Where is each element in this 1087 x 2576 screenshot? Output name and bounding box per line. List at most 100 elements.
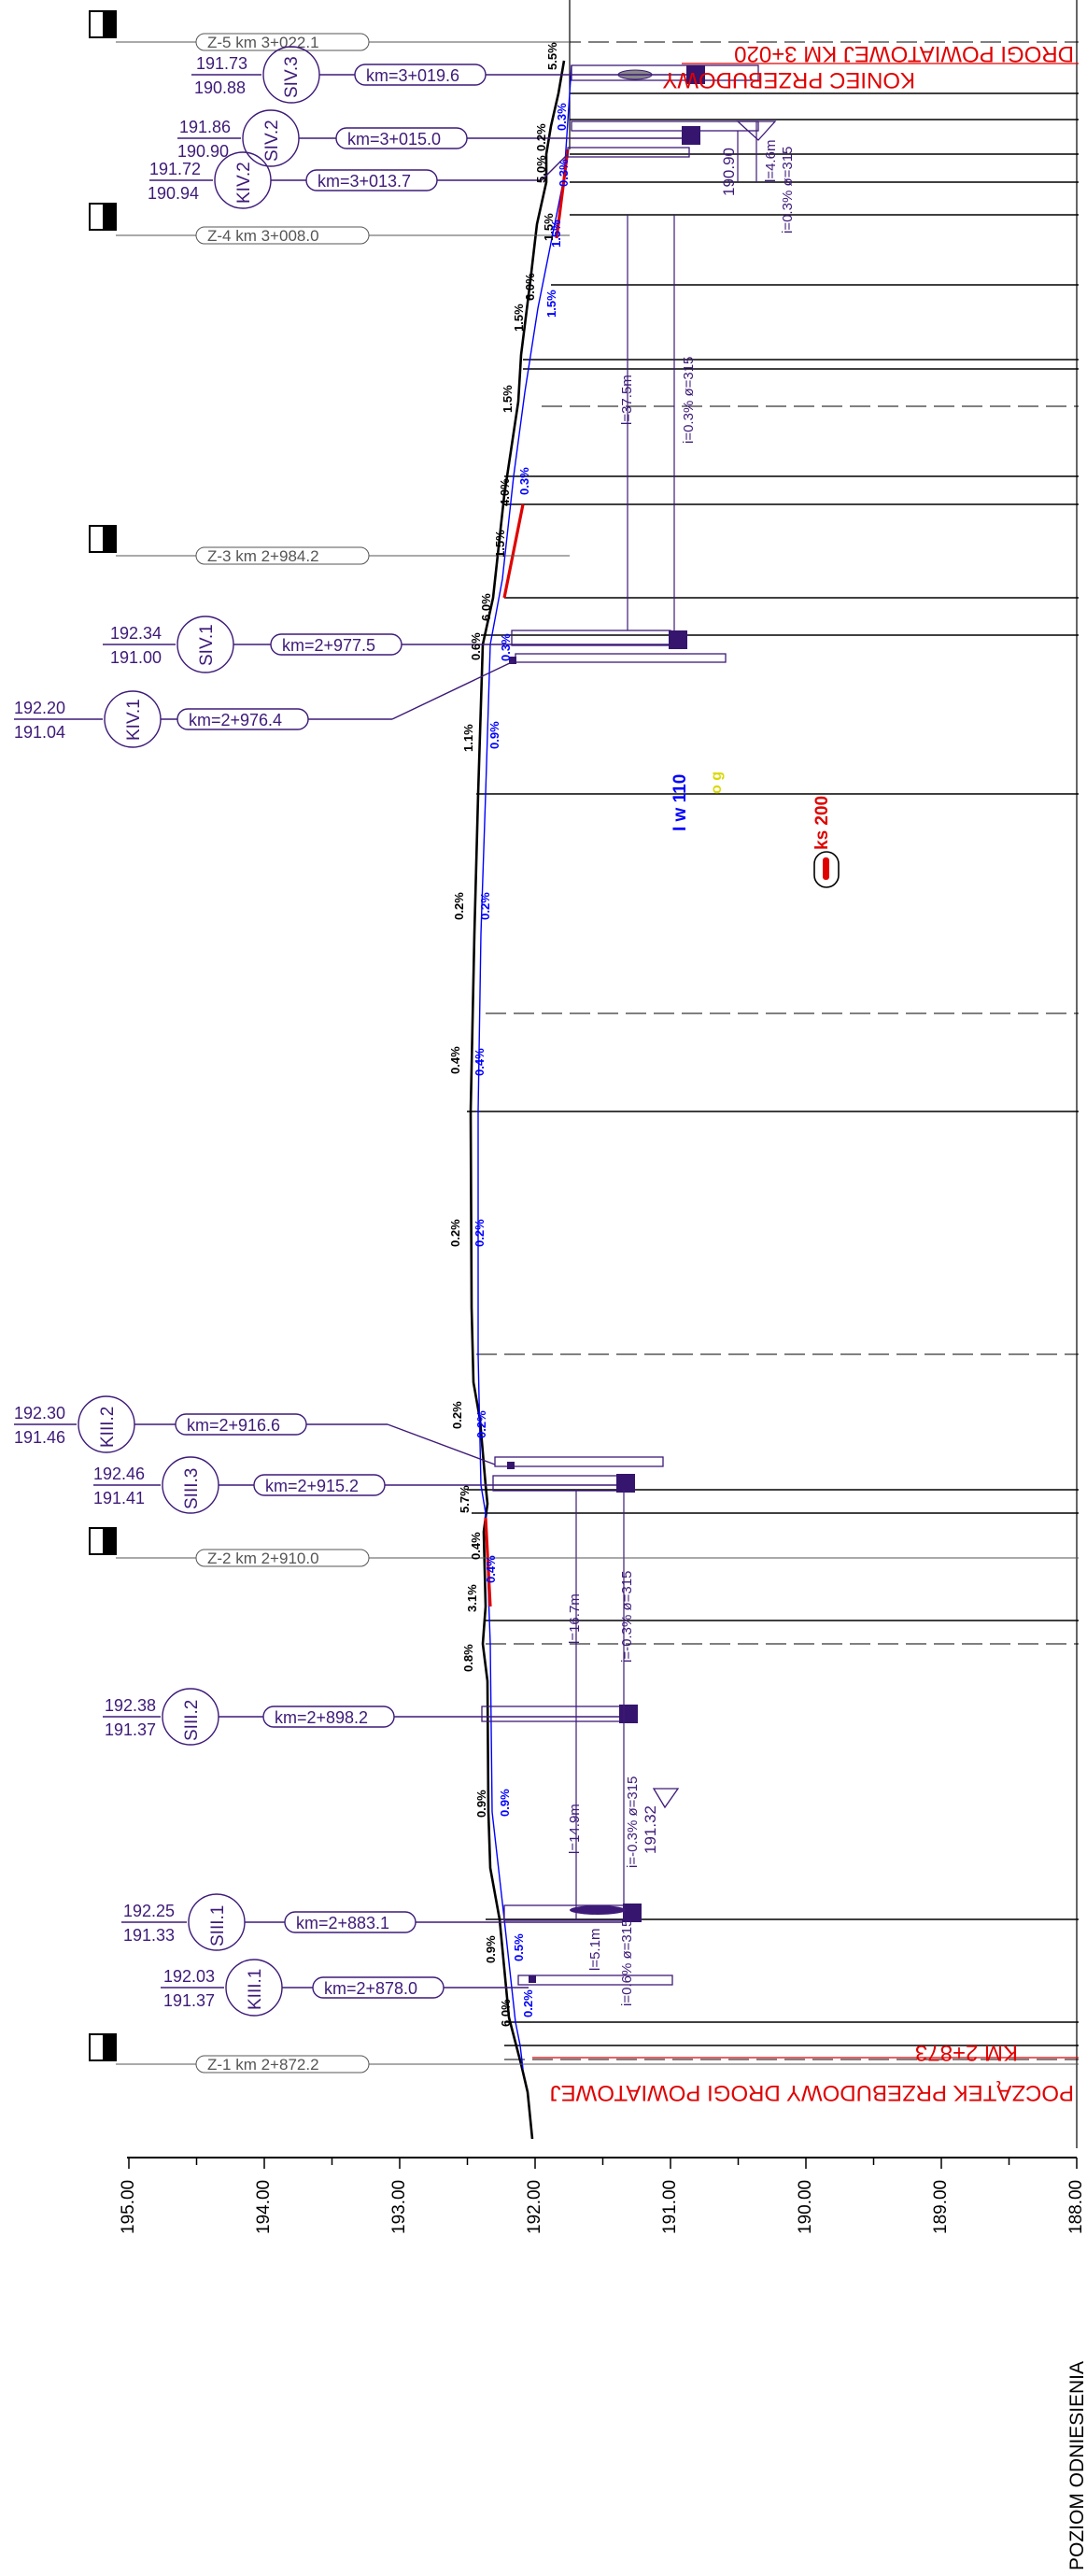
slope-label-blue: 0.3% [499,633,513,661]
slope-label: 1.5% [512,304,526,332]
tick-label: 191.00 [660,2180,680,2234]
structure-texts: 191.73 190.88 SIV.3 km=3+019.6 191.86 19… [14,54,459,2010]
upper-pipe-length: l=37.5m [619,375,635,425]
lower-pipe-slope1: i=-0.3% ø=315 [619,1571,635,1663]
slope-label-blue: 0.2% [478,892,492,920]
section-marker-z1 [89,2033,1079,2074]
section-marker-z5 [89,10,570,51]
slope-label-blue: 0.2% [474,1410,488,1438]
red-segments [484,149,570,1607]
lower-pipe-level: 191.32 [642,1805,659,1854]
section-markers [89,10,1079,2074]
kiii1-km: km=2+878.0 [324,1979,417,1998]
lower-pipe-slope2: i=-0.3% ø=315 [625,1776,641,1868]
siv3-km: km=3+019.6 [366,66,459,85]
slope-label-blue: 0.3% [557,159,571,187]
siv2-top-level: 191.86 [179,118,231,136]
siv3-id: SIV.3 [282,56,302,98]
axis-ticks [128,2158,1078,2169]
slope-label: 0.6% [469,632,483,660]
kiv1-top-level: 192.20 [14,699,65,717]
dashed-lines [476,41,1079,2060]
structure-callouts [14,46,686,2017]
kiii2-top-level: 192.30 [14,1404,65,1422]
kiii2-km: km=2+916.6 [187,1416,280,1435]
slope-label: 0.9% [474,1790,488,1818]
tick-label: 190.00 [796,2180,815,2234]
pipe-annotations: l=37.5m i=0.3% ø=315 l=4.6m i=0.3% ø=315… [567,140,796,2006]
kiii1-top-level: 192.03 [163,1967,215,1986]
slope-label-blue: 0.3% [517,467,531,495]
slope-label: 5.7% [458,1485,472,1513]
section-marker-z4 [89,203,570,245]
slope-label-blue: 0.9% [498,1789,512,1817]
siii1-km: km=2+883.1 [296,1914,389,1932]
section-labels: Z-5 km 3+022.1 Z-4 km 3+008.0 Z-3 km 2+9… [207,34,319,2074]
water-main-label: I w 110 [671,774,690,831]
slope-label-blue: 0.2% [473,1219,487,1247]
siii1-bottom-level: 191.33 [123,1926,175,1945]
slope-label: 1.5% [501,385,515,413]
siii3-id: SIII.3 [182,1468,202,1509]
siii3-bottom-level: 191.41 [93,1489,145,1507]
start-header: POCZĄTEK PRZEBUDOWY DROGI POWIATOWEJ KM … [532,2040,1079,2105]
slope-label: 5.5% [545,42,559,70]
kiv2-id: KIV.2 [234,162,254,204]
utility-crossings: I w 110 o g ks 200 [671,771,840,888]
slope-label: 4.0% [498,478,512,506]
gully-ellipse-bottom [570,1905,626,1915]
slope-label-blue: 0.9% [487,721,501,749]
slope-label-blue: 0.4% [473,1048,487,1076]
top-pipe-slope: i=0.3% ø=315 [780,147,796,234]
tick-label: 194.00 [254,2180,274,2234]
section-label-z3: Z-3 km 2+984.2 [207,547,319,565]
siii1-top-level: 192.25 [123,1902,175,1920]
section-label-z4: Z-4 km 3+008.0 [207,227,319,245]
slope-label: 1.1% [461,724,475,752]
slope-label: 0.2% [450,1401,464,1429]
station-lines [467,92,1079,2046]
kiii2-id: KIII.2 [98,1407,118,1448]
siv1-top-level: 192.34 [110,624,162,643]
siv2-id: SIV.2 [262,120,282,162]
slope-label: 6.0% [479,593,493,621]
tick-label: 188.00 [1066,2180,1086,2234]
lower-pipe-slope3: i=0.6% ø=315 [619,1919,635,2006]
siv3-bottom-level: 190.88 [194,78,246,97]
siv1-km: km=2+977.5 [282,636,375,655]
lower-pipe-length2: l=14.9m [567,1804,583,1854]
slope-label: 0.2% [448,1219,462,1247]
end-header-line1: DROGI POWIATOWEJ KM 3+020 [734,41,1074,66]
sewer-crossing-mark [823,857,829,880]
siii2-km: km=2+898.2 [275,1708,368,1727]
slope-label: 6.0% [499,1999,513,2027]
tick-label: 189.00 [931,2180,951,2234]
slope-label-blue: 0.2% [521,1989,535,2017]
kiii1-bottom-level: 191.37 [163,1991,215,2010]
siii2-id: SIII.2 [182,1700,202,1741]
end-header-line2: KONIEC PRZEBUDOWY [662,67,915,92]
terrain-profile [469,60,566,2140]
top-pipe-length: l=4.6m [763,140,779,182]
slope-label: 0.2% [534,123,548,151]
kiv2-bottom-level: 190.94 [148,184,199,203]
slope-label-blue: 0.4% [484,1555,498,1583]
kiv1-bottom-level: 191.04 [14,723,65,742]
axis-title: POZIOM ODNIESIENIA [1066,2361,1087,2570]
siii2-top-level: 192.38 [105,1696,156,1715]
slope-label-blue: 0.3% [555,103,569,131]
slope-label: 5.0% [534,155,548,183]
tick-label: 195.00 [119,2180,138,2234]
kiii1-id: KIII.1 [246,1969,265,2010]
lower-pipe-length3: l=5.1m [587,1929,603,1971]
slope-label: 3.1% [465,1584,479,1612]
start-header-line2: KM 2+873 [915,2040,1018,2065]
kiv2-km: km=3+013.7 [318,172,411,191]
kiv1-km: km=2+976.4 [189,711,282,729]
manhole-squares [507,65,705,1983]
gas-line-label: o g [709,771,725,794]
elevation-axis: 195.00 194.00 193.00 192.00 191.00 190.0… [119,2157,1087,2570]
slope-label: 1.5% [542,213,556,241]
slope-label: 0.4% [469,1532,483,1560]
siii3-top-level: 192.46 [93,1465,145,1483]
